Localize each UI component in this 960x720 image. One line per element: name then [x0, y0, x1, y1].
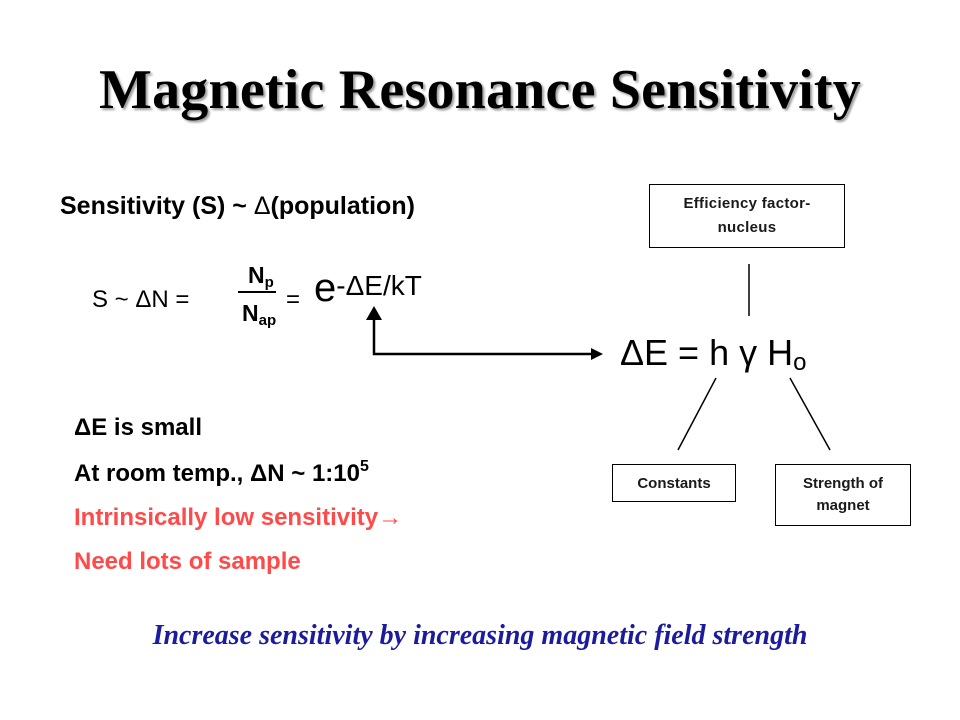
- energy-equation: ΔE = h γ Ho: [620, 332, 807, 376]
- bullet-text: Intrinsically low sensitivity→: [74, 504, 403, 531]
- population-text: (population): [270, 192, 415, 220]
- constants-label: Constants: [637, 474, 711, 492]
- bullet-text: At room temp., ΔN ~ 1:10: [74, 460, 360, 487]
- denominator-sub: ap: [258, 312, 277, 329]
- bullet-room-temp: At room temp., ΔN ~ 1:105: [74, 458, 369, 488]
- equation-s-prefix: S ~: [92, 286, 136, 313]
- bullet-low-sensitivity: Intrinsically low sensitivity→: [74, 504, 402, 532]
- sensitivity-label: Sensitivity (S) ~: [60, 192, 254, 220]
- equation-equals: =: [286, 286, 301, 313]
- constants-connector-line: [677, 377, 717, 451]
- efficiency-line-1: Efficiency factor-: [683, 195, 811, 212]
- sensitivity-statement: Sensitivity (S) ~ Δ(population): [60, 192, 415, 221]
- bullet-text: Need lots of sample: [74, 548, 301, 575]
- delta-symbol: Δ: [253, 192, 271, 220]
- fraction-line: [238, 291, 276, 293]
- bullet-lots-of-sample: Need lots of sample: [74, 548, 301, 576]
- constants-box: Constants: [612, 464, 736, 502]
- numerator-n: N: [248, 262, 265, 288]
- exp-exponent: -ΔE/kT: [336, 270, 422, 301]
- bullet-energy-small: ΔE is small: [74, 414, 202, 442]
- bottom-conclusion: Increase sensitivity by increasing magne…: [152, 620, 808, 651]
- arrow-right-icon: [366, 306, 603, 360]
- page-title: Magnetic Resonance Sensitivity: [99, 59, 861, 121]
- equation-s-delta-n: S ~ ΔN =: [92, 286, 189, 314]
- energy-h: H: [757, 332, 794, 373]
- bullet-text: ΔE is small: [74, 414, 202, 441]
- equation-delta-n: ΔN =: [135, 286, 190, 313]
- efficiency-line-2: nucleus: [717, 219, 777, 236]
- gamma-symbol: γ: [739, 332, 758, 373]
- efficiency-factor-box: Efficiency factor- nucleus: [649, 184, 845, 248]
- denominator-n: N: [242, 300, 259, 326]
- fraction-denominator: Nap: [242, 300, 277, 329]
- numerator-sub: p: [264, 274, 274, 291]
- magnet-line-2: magnet: [816, 497, 870, 514]
- magnet-line-1: Strength of: [803, 475, 883, 492]
- magnet-strength-box: Strength of magnet: [775, 464, 911, 526]
- fraction-numerator: Np: [248, 262, 274, 291]
- energy-h-sub: o: [793, 349, 807, 376]
- boltzmann-exponential: e-ΔE/kT: [314, 266, 422, 311]
- bullet-sup: 5: [359, 458, 369, 475]
- magnet-connector-line: [789, 377, 831, 451]
- energy-lhs: ΔE = h: [620, 332, 740, 373]
- exp-base: e: [314, 266, 337, 310]
